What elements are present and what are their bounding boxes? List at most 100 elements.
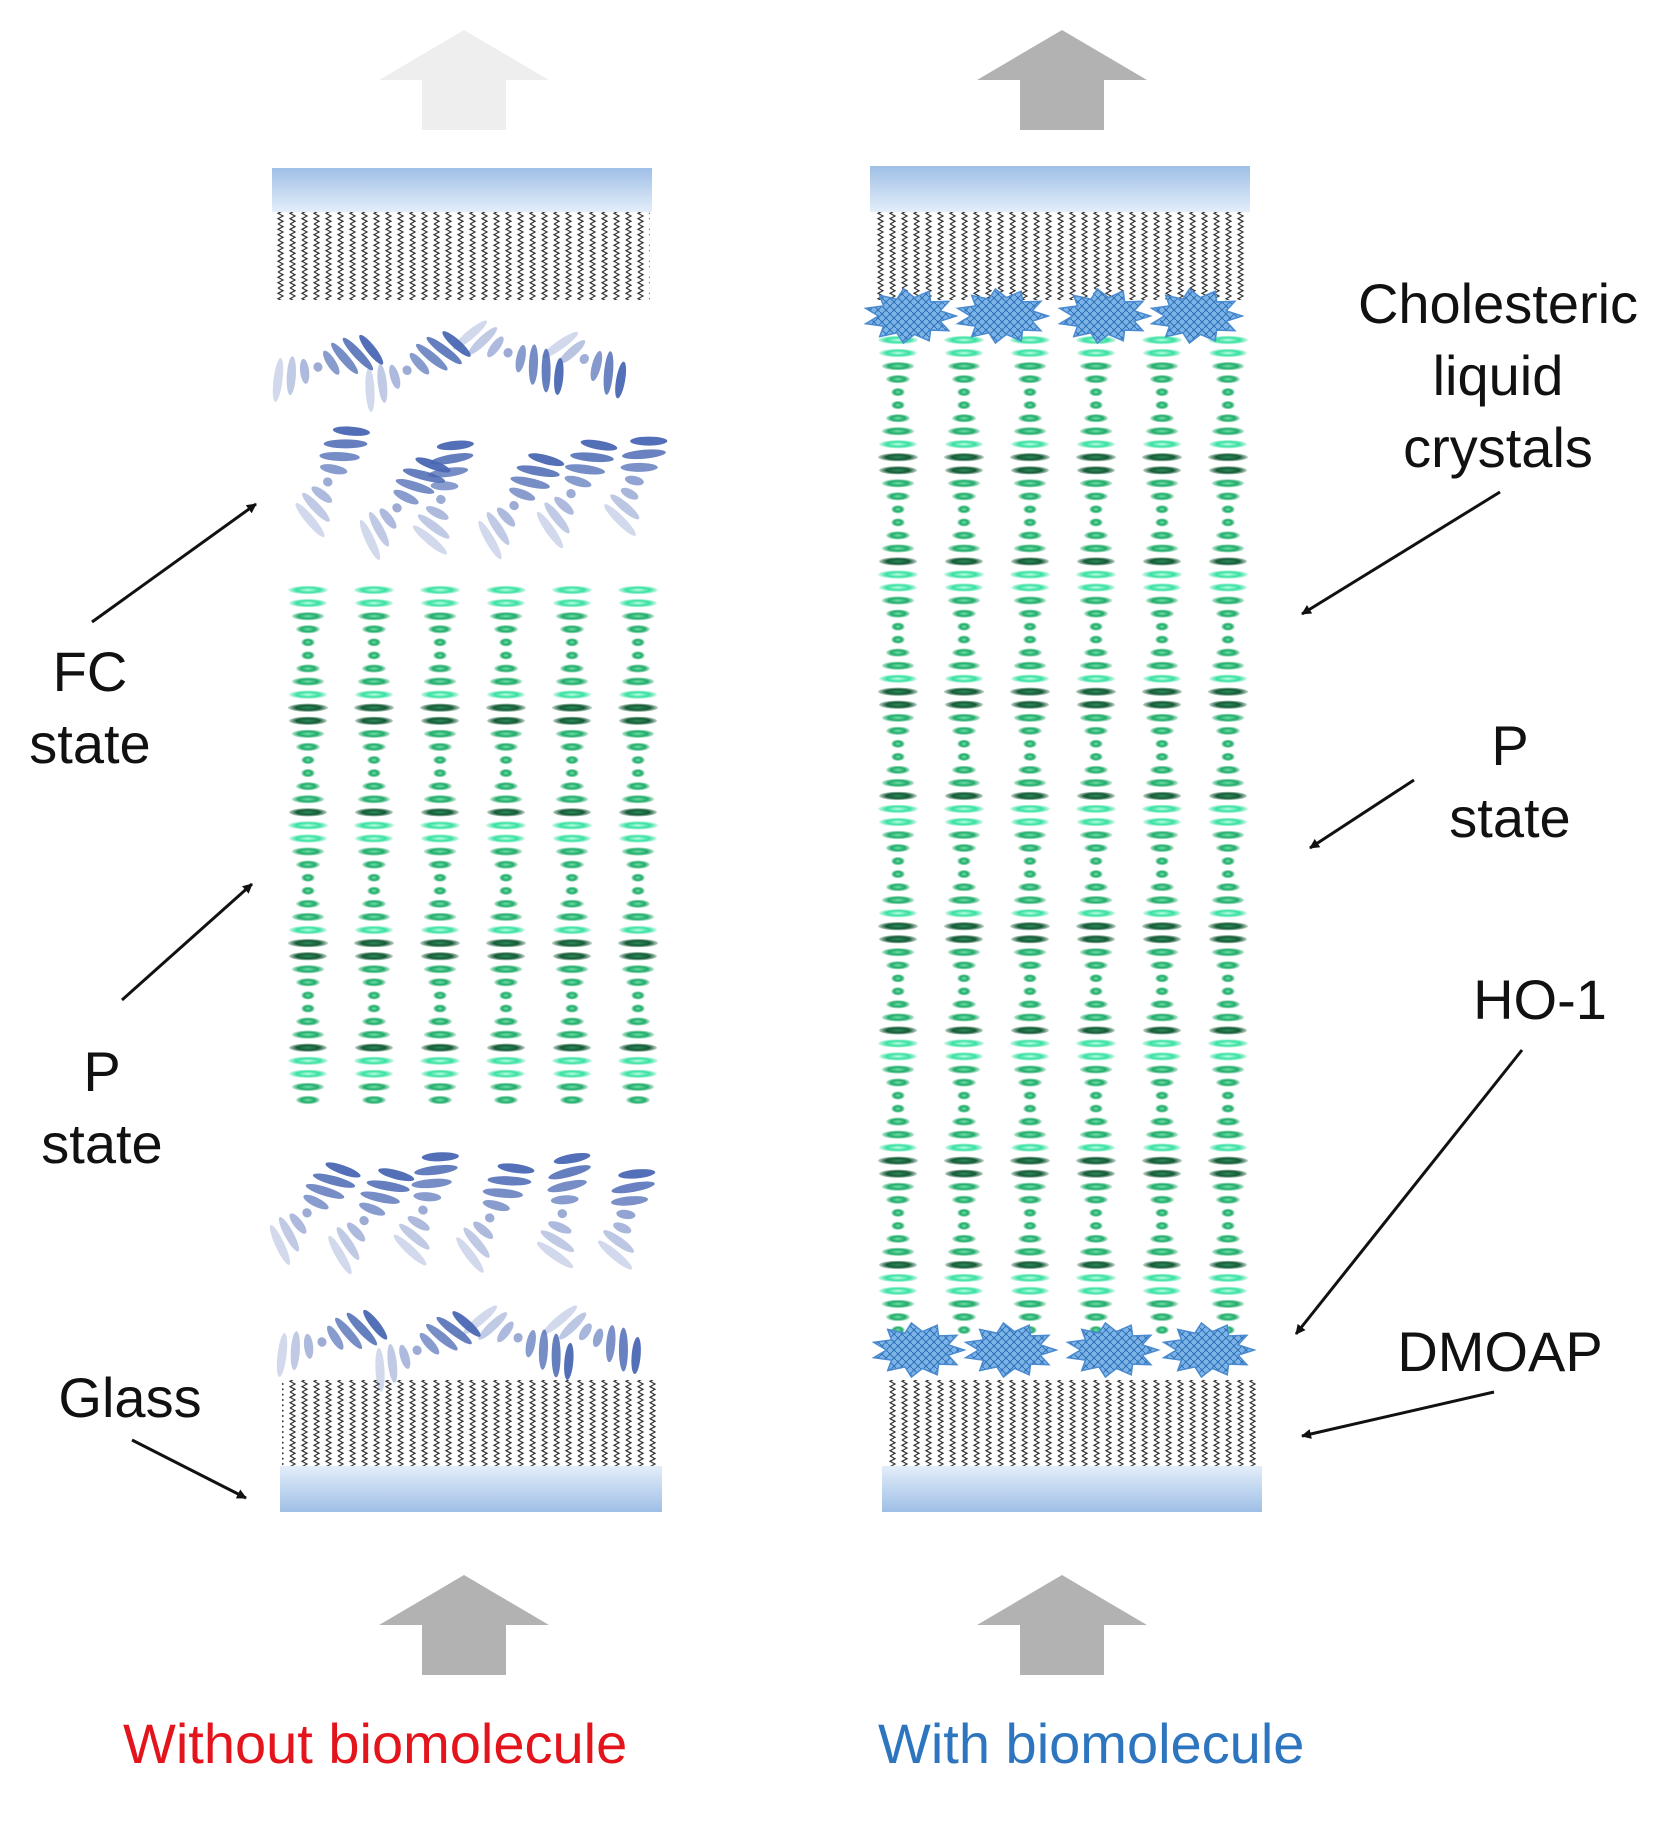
lc-molecule	[879, 909, 917, 918]
fc-molecule	[615, 361, 627, 399]
lc-molecule	[1089, 974, 1103, 983]
lc-molecule	[618, 1056, 658, 1066]
lc-molecule	[1077, 1260, 1115, 1270]
lc-molecule	[1077, 1143, 1115, 1152]
fc-molecule	[402, 468, 446, 483]
fc-domain-top-5	[295, 426, 370, 538]
lc-molecule	[421, 690, 459, 699]
lc-molecule	[565, 638, 579, 647]
lc-molecule	[296, 978, 320, 987]
lc-molecule	[944, 1039, 984, 1048]
lc-molecule	[619, 834, 657, 843]
lc-molecule	[1142, 922, 1182, 931]
lc-molecule	[1211, 1247, 1245, 1257]
lc-molecule	[881, 661, 915, 670]
lc-molecule	[1145, 830, 1179, 840]
lc-molecule	[1023, 505, 1037, 514]
lc-molecule	[952, 1312, 976, 1322]
lc-molecule	[1011, 440, 1049, 449]
fc-domain-top-4	[541, 331, 627, 399]
pointer-glass	[131, 1438, 247, 1500]
lc-molecule	[1221, 505, 1235, 514]
label-fc-state-line1: FC	[52, 640, 128, 703]
lc-molecule	[881, 361, 915, 371]
lc-molecule	[1018, 492, 1042, 501]
fc-molecule	[497, 1321, 514, 1343]
lc-molecule	[886, 726, 910, 735]
lc-molecule	[621, 677, 655, 686]
lc-molecule	[945, 557, 983, 566]
lc-molecule	[487, 952, 525, 961]
lc-molecule	[1216, 843, 1240, 853]
fc-molecule	[509, 501, 519, 511]
lc-molecule	[879, 1286, 917, 1296]
fc-domain-top-9	[536, 439, 618, 549]
lc-molecule	[1089, 856, 1103, 866]
lc-molecule	[1089, 739, 1103, 748]
lc-molecule	[1084, 726, 1108, 735]
lc-molecule	[1155, 856, 1169, 866]
lc-molecule	[619, 952, 657, 961]
lc-molecule	[301, 1004, 315, 1013]
lc-molecule	[879, 466, 917, 475]
lc-molecule	[1150, 1312, 1174, 1322]
lc-molecule	[1221, 1208, 1235, 1218]
lc-molecule	[301, 886, 315, 895]
fc-molecule	[559, 1312, 587, 1340]
fc-molecule	[478, 520, 502, 560]
lc-molecule	[947, 544, 981, 553]
lc-molecule	[1076, 804, 1116, 814]
lc-molecule	[957, 856, 971, 866]
lc-molecule	[486, 1056, 526, 1066]
right-p-state-column-6	[1208, 335, 1248, 1335]
lc-molecule	[881, 948, 915, 957]
lc-molecule	[944, 1156, 984, 1165]
lc-molecule	[1211, 479, 1245, 488]
fc-molecule	[579, 354, 589, 364]
lc-molecule	[886, 882, 910, 892]
fc-domain-top-2	[365, 331, 471, 412]
ho1-protein-bottom-3	[1065, 1321, 1161, 1379]
fc-domain-top-8	[478, 453, 565, 560]
fc-molecule	[286, 356, 296, 396]
lc-molecule	[947, 361, 981, 371]
lc-molecule	[1018, 961, 1042, 970]
fc-molecule	[620, 462, 658, 472]
lc-molecule	[619, 808, 657, 817]
lc-molecule	[1211, 596, 1245, 605]
fc-molecule	[597, 1240, 633, 1270]
lc-molecule	[1145, 1065, 1179, 1074]
fc-domain-top-10	[604, 436, 668, 536]
lc-molecule	[1155, 1208, 1169, 1218]
lc-molecule	[957, 505, 971, 514]
fc-molecule	[554, 357, 564, 395]
lc-molecule	[1084, 609, 1108, 618]
fc-molecule	[430, 453, 474, 465]
lc-molecule	[1143, 1169, 1181, 1178]
lc-molecule	[957, 869, 971, 879]
right-p-state-column-4	[1076, 335, 1116, 1335]
lc-molecule	[1155, 505, 1169, 514]
lc-molecule	[1221, 1221, 1235, 1231]
fc-molecule	[452, 320, 488, 350]
fc-molecule	[428, 467, 469, 478]
lc-molecule	[487, 834, 525, 843]
lc-molecule	[355, 1069, 393, 1079]
lc-molecule	[891, 752, 905, 761]
lc-molecule	[957, 400, 971, 410]
lc-molecule	[367, 755, 381, 765]
lc-molecule	[952, 843, 976, 853]
lc-molecule	[1011, 583, 1049, 592]
label-p-state-right: P state	[1430, 710, 1590, 854]
lc-molecule	[486, 938, 526, 948]
lc-molecule	[296, 860, 320, 869]
lc-molecule	[957, 1221, 971, 1231]
lc-molecule	[1084, 648, 1108, 657]
lc-molecule	[552, 703, 592, 712]
lc-molecule	[494, 742, 518, 752]
lc-molecule	[289, 1043, 327, 1052]
lc-molecule	[891, 518, 905, 527]
fc-molecule	[496, 507, 516, 527]
lc-molecule	[489, 1082, 523, 1092]
ho1-protein-top-2	[955, 287, 1051, 345]
